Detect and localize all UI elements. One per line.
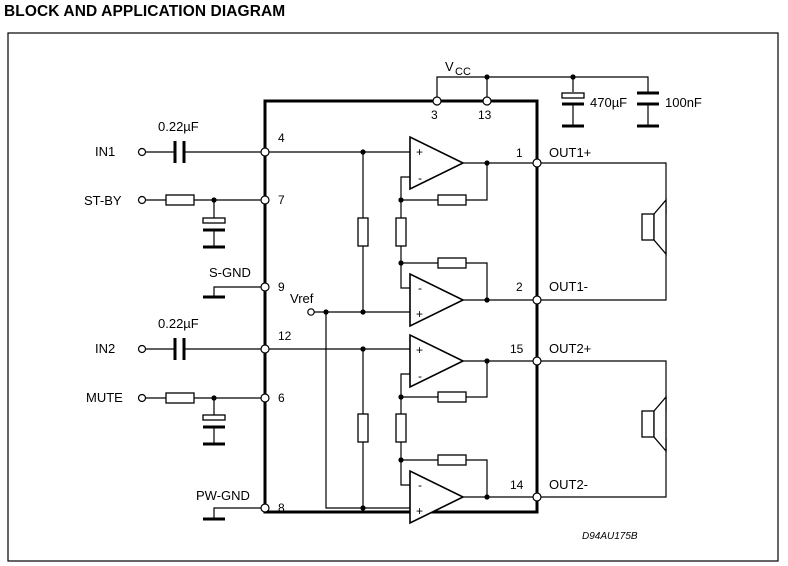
s-gnd: S-GND 9	[203, 265, 285, 299]
pin-3-label: 3	[431, 108, 438, 122]
svg-text:+: +	[416, 504, 423, 518]
pw-gnd: PW-GND 8	[196, 488, 285, 521]
pin-6-node	[260, 393, 270, 403]
svg-text:-: -	[418, 281, 422, 295]
diagram-frame	[7, 32, 779, 562]
mute-label: MUTE	[86, 390, 123, 405]
cap-in1-label: 0.22µF	[158, 119, 199, 134]
pin-6-label: 6	[278, 391, 285, 405]
pin-8-node	[260, 503, 270, 513]
svg-text:-: -	[418, 369, 422, 383]
out1-plus: 1 OUT1+	[516, 145, 667, 214]
speaker-1-icon	[641, 198, 667, 256]
st-by-label: ST-BY	[84, 193, 122, 208]
svg-text:+: +	[416, 343, 423, 357]
out2-plus: 15 OUT2+	[510, 341, 667, 411]
pin-4-label: 4	[278, 131, 285, 145]
pw-gnd-label: PW-GND	[196, 488, 250, 503]
in2-label: IN2	[95, 341, 115, 356]
vref-terminal	[307, 308, 315, 316]
pin-7-node	[260, 195, 270, 205]
drawing-code: D94AU175B	[582, 531, 638, 542]
in1-label: IN1	[95, 144, 115, 159]
cap-100nf: 100nF	[637, 91, 702, 128]
cap-100nf-label: 100nF	[665, 95, 702, 110]
svg-text:-: -	[418, 171, 422, 185]
pin-15-node	[532, 356, 542, 366]
pin-1-label: 1	[516, 146, 523, 160]
cap-470uf-label: 470µF	[590, 95, 627, 110]
out2-plus-label: OUT2+	[549, 341, 591, 356]
pin-13-label: 13	[478, 108, 492, 122]
svg-text:-: -	[418, 478, 422, 492]
pin-15-label: 15	[510, 342, 524, 356]
in2-input: IN2 0.22µF 12	[95, 316, 292, 360]
out1-minus-label: OUT1-	[549, 279, 588, 294]
mute-input: MUTE 6	[86, 390, 285, 446]
amp-out2-minus: - +	[398, 454, 533, 525]
pin-8-label: 8	[278, 501, 285, 515]
amp-out2-plus: + -	[395, 333, 533, 460]
in1-terminal	[137, 147, 147, 157]
out1-plus-label: OUT1+	[549, 145, 591, 160]
out1-minus: 2 OUT1-	[516, 240, 667, 305]
pin-4-node	[260, 147, 270, 157]
pin-9-node	[260, 282, 270, 292]
pin-12-label: 12	[278, 329, 292, 343]
vcc-label-sub: CC	[455, 66, 471, 78]
pin-13-node	[482, 96, 492, 106]
pin-2-node	[532, 295, 542, 305]
ic-body	[263, 99, 539, 514]
amp-out1-minus: - +	[398, 257, 533, 328]
pin-12-node	[260, 344, 270, 354]
pin-9-label: 9	[278, 280, 285, 294]
vcc-supply: V CC 3 13	[431, 59, 649, 122]
amp-out1-plus: + -	[395, 135, 533, 263]
pin-2-label: 2	[516, 280, 523, 294]
pin-3-node	[432, 96, 442, 106]
pin-14-label: 14	[510, 478, 524, 492]
svg-text:+: +	[416, 145, 423, 159]
out2-minus: 14 OUT2-	[510, 438, 667, 502]
pin-1-node	[532, 158, 542, 168]
s-gnd-label: S-GND	[209, 265, 251, 280]
svg-text:+: +	[416, 307, 423, 321]
cap-470uf: 470µF	[561, 77, 627, 128]
diagram-title: BLOCK AND APPLICATION DIAGRAM	[4, 3, 286, 20]
vcc-label: V	[445, 59, 454, 74]
in1-input: IN1 0.22µF 4	[95, 119, 285, 163]
st-by-input: ST-BY 7	[84, 193, 285, 249]
pin-7-label: 7	[278, 193, 285, 207]
cap-in2-label: 0.22µF	[158, 316, 199, 331]
pin-14-node	[532, 492, 542, 502]
vref-label: Vref	[290, 291, 314, 306]
speaker-2-icon	[641, 395, 667, 453]
out2-minus-label: OUT2-	[549, 477, 588, 492]
